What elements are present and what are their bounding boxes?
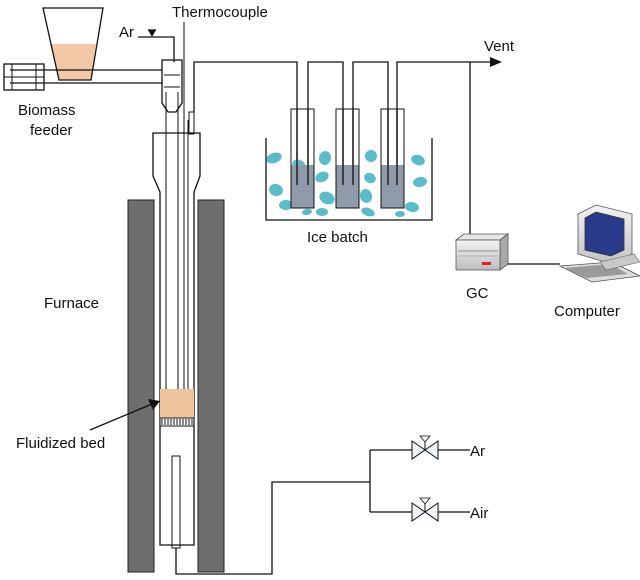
biomass-feeder-label-line2: feeder (30, 122, 73, 139)
ice-cube (361, 207, 375, 217)
ar-top-label: Ar (119, 24, 134, 41)
ice-cube (316, 208, 328, 216)
gc-instrument (454, 233, 510, 271)
ice-cube (395, 211, 405, 217)
ar-valve[interactable] (411, 435, 439, 460)
ar-top-inlet (138, 29, 175, 62)
fluidized-bed-label: Fluidized bed (16, 435, 105, 452)
impinger-3 (380, 108, 405, 209)
ice-cube (302, 208, 312, 216)
ice-cube (279, 200, 293, 210)
ar-valve-label: Ar (470, 443, 485, 460)
vent-label: Vent (484, 38, 515, 55)
gc-label: GC (466, 285, 489, 302)
ice-cube (364, 172, 376, 184)
biomass-feeder-label-line1: Biomass (18, 102, 76, 119)
air-valve[interactable] (411, 497, 439, 522)
furnace-label: Furnace (44, 295, 99, 312)
gc-indicator (482, 262, 491, 265)
ice-cube (405, 201, 419, 213)
air-valve-label: Air (470, 505, 488, 522)
ice-batch-label: Ice batch (307, 229, 368, 246)
ice-cube (269, 183, 283, 197)
ice-cube (266, 152, 282, 164)
reactor (152, 22, 201, 549)
computer-icon (558, 204, 640, 283)
biomass-feeder (3, 7, 162, 91)
impinger-2 (335, 108, 360, 209)
ice-cube (315, 171, 329, 183)
impinger-1 (290, 108, 315, 209)
gas-line (193, 57, 502, 245)
ice-cube (413, 176, 427, 188)
computer-label: Computer (554, 303, 620, 320)
ice-cube (319, 191, 335, 205)
ice-bath (265, 108, 433, 221)
ice-cube (411, 154, 425, 166)
thermocouple-label: Thermocouple (172, 4, 268, 21)
ice-cube (318, 151, 332, 165)
gas-supply (175, 449, 470, 575)
furnace (127, 199, 225, 573)
fluidized-bed (160, 389, 194, 418)
distributor-holes (161, 419, 193, 425)
ice-cube (365, 150, 377, 162)
fluidized-bed-pointer (89, 399, 160, 431)
feed-tee (161, 59, 183, 113)
ice-cube (359, 189, 373, 203)
